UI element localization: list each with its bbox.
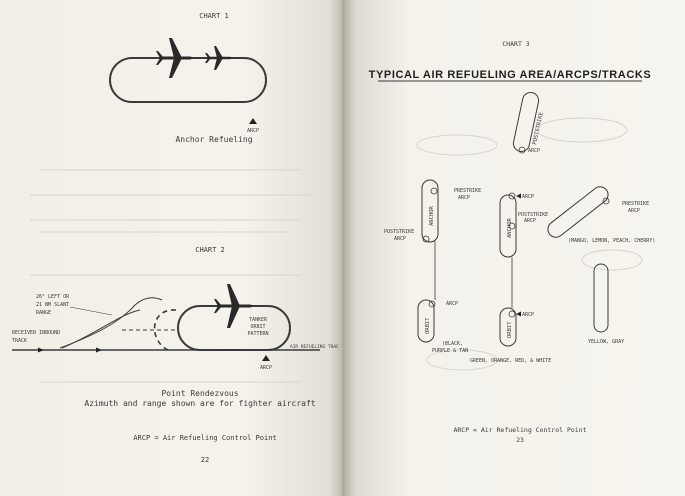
- tanker-label-3: PATTERN: [247, 331, 268, 337]
- right-footer: ARCP = Air Refueling Control Point: [453, 426, 586, 434]
- poststrike-mid-label-b: ARCP: [524, 218, 536, 224]
- orbit-middle-label: ORBIT: [507, 321, 513, 338]
- right-page-drawing: CHART 3 TYPICAL AIR REFUELING AREA/ARCPS…: [369, 40, 656, 444]
- prestrike-track-right: [547, 186, 609, 238]
- colors-right-label: (MANGO, LEMON, PEACH, CHERRY): [568, 238, 655, 244]
- right-page: CHART 3 TYPICAL AIR REFUELING AREA/ARCPS…: [342, 0, 685, 496]
- receiver-label-1: RECEIVER INBOUND: [12, 330, 60, 336]
- arcp-orbit-left-label: ARCP: [446, 301, 458, 307]
- poststrike-mid-label-a: POSTSTRIKE: [518, 212, 548, 218]
- yellow-gray-track: [593, 263, 609, 333]
- arcp-point: [518, 146, 526, 154]
- prestrike-right-label-a: PRESTRIKE: [622, 201, 649, 207]
- left-page: CHART 1 ARCP Anchor Refueling CHART 2: [0, 0, 343, 496]
- arcp-orbit-mid-label: ARCP: [522, 312, 534, 318]
- tanker-label-2: ORBIT: [250, 324, 265, 330]
- left-turn-label-2: 21 NM SLANT: [36, 302, 69, 308]
- receiver-dashed-turn: [153, 309, 177, 351]
- prestrike-right-point: [602, 197, 610, 205]
- orbit-track-left: [417, 299, 435, 343]
- left-turn-label-1: 26° LEFT OR: [36, 294, 70, 300]
- chart2-heading: CHART 2: [195, 246, 225, 254]
- bleed-through-shapes: [416, 117, 643, 371]
- anchor-track-middle: [499, 194, 517, 258]
- label-leader-line: [69, 306, 113, 316]
- yellow-group-label: YELLOW, GRAY: [588, 339, 624, 345]
- prestrike-right-label-b: ARCP: [628, 208, 640, 214]
- arcp-top-label: ARCP: [528, 148, 540, 154]
- poststrike-left-label-b: ARCP: [394, 236, 406, 242]
- prestrike-1-label-a: PRESTRIKE: [454, 188, 481, 194]
- arcp-marker-icon: [262, 355, 270, 361]
- arcp-arrow-icon: [516, 193, 521, 199]
- tanker-airplane-icon: [214, 284, 253, 328]
- left-footer: ARCP = Air Refueling Control Point: [133, 434, 276, 442]
- left-turn-label-3: RANGE: [36, 310, 51, 316]
- left-page-number: 22: [201, 456, 209, 464]
- chart2-caption-line-1: Point Rendezvous: [161, 389, 238, 398]
- track-arrow-icon: [96, 347, 102, 353]
- black-group-label-2: PURPLE & TAN: [432, 348, 468, 354]
- chart3-title: TYPICAL AIR REFUELING AREA/ARCPS/TRACKS: [369, 69, 652, 81]
- orbit-arcp-point: [428, 300, 436, 308]
- arcp-marker-icon: [249, 118, 257, 124]
- turn-arc-inner: [61, 309, 141, 349]
- chart1-arcp-label: ARCP: [247, 128, 259, 134]
- anchor-racetrack: [109, 57, 267, 103]
- poststrike-top-label: POSTSTRIKE: [532, 112, 545, 146]
- anchor-left-label: ANCHOR: [429, 205, 435, 226]
- anchor-middle-label: ANCHOR: [507, 217, 513, 238]
- track-label: AIR REFUELING TRAC: [290, 344, 339, 350]
- track-arrow-icon: [38, 347, 44, 353]
- arcp-mid-point: [508, 192, 516, 200]
- chart2-arcp-label: ARCP: [260, 365, 272, 371]
- poststrike-arcp-point: [422, 235, 430, 243]
- receiver-label-2: TRACK: [12, 338, 27, 344]
- left-page-drawing: CHART 1 ARCP Anchor Refueling CHART 2: [12, 12, 339, 464]
- arcp-mid-label: ARCP: [522, 194, 534, 200]
- orbit-track-middle: [499, 307, 517, 347]
- chart2-caption-line-2: Azimuth and range shown are for fighter …: [84, 399, 315, 408]
- chart3-heading: CHART 3: [502, 40, 529, 48]
- turn-arc-outer: [59, 297, 163, 349]
- arcp-orbit-mid-point: [508, 310, 516, 318]
- prestrike-arcp-point: [430, 187, 438, 195]
- right-page-number: 23: [516, 436, 524, 444]
- poststrike-left-label-a: POSTSTRIKE: [384, 229, 414, 235]
- poststrike-track-top: [512, 91, 540, 153]
- tanker-label-1: TANKER: [249, 317, 268, 323]
- orbit-left-label: ORBIT: [425, 317, 431, 334]
- prestrike-1-label-b: ARCP: [458, 195, 470, 201]
- chart1-heading: CHART 1: [199, 12, 229, 20]
- poststrike-mid-point: [508, 222, 516, 230]
- airplane-icon: [156, 38, 193, 78]
- green-group-label: GREEN, ORANGE, RED, & WHITE: [470, 358, 551, 364]
- anchor-track-left: [421, 179, 439, 243]
- airplane-icon-small: [205, 46, 232, 70]
- arcp-arrow-icon: [516, 311, 521, 317]
- chart1-caption: Anchor Refueling: [175, 135, 252, 144]
- bleed-through-lines: [30, 169, 310, 383]
- black-group-label-1: (BLACK,: [442, 341, 463, 347]
